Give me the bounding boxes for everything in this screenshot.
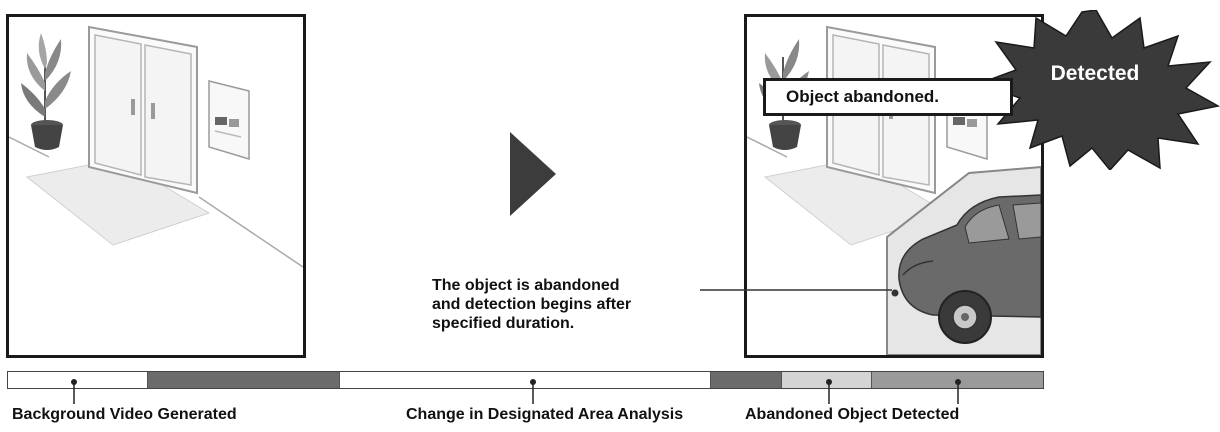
car-icon xyxy=(898,194,1041,344)
tick-change xyxy=(530,379,536,404)
scene-before-illustration xyxy=(9,25,303,268)
abandonment-annotation: The object is abandoned and detection be… xyxy=(432,276,712,333)
timeline-segment xyxy=(711,372,782,388)
scene-after-illustration xyxy=(747,25,1041,355)
scene-before-panel xyxy=(6,14,306,358)
timeline-segment xyxy=(148,372,340,388)
starburst-icon xyxy=(975,10,1220,170)
timeline-ticks xyxy=(71,379,961,404)
tick-detected xyxy=(955,379,961,404)
tick-background xyxy=(71,379,77,404)
annotation-leader-line xyxy=(700,289,892,291)
annotation-leader-dot xyxy=(891,289,899,297)
annotation-line: and detection begins after xyxy=(432,296,632,313)
wall-floor-line xyxy=(9,136,50,158)
poster-icon xyxy=(208,80,250,161)
wall-floor-line-right xyxy=(198,196,303,268)
label-change-analysis: Change in Designated Area Analysis xyxy=(406,406,684,423)
timeline-segment xyxy=(8,372,148,388)
detected-burst-label: Detected xyxy=(1050,62,1140,85)
label-background-video: Background Video Generated xyxy=(12,406,237,423)
label-abandoned-detected: Abandoned Object Detected xyxy=(745,406,960,423)
object-abandoned-callout: Object abandoned. xyxy=(763,78,1013,116)
scene-after-panel xyxy=(744,14,1044,358)
callout-text: Object abandoned. xyxy=(786,87,940,106)
plant-icon xyxy=(21,33,71,150)
double-door-icon xyxy=(88,25,198,195)
annotation-line: specified duration. xyxy=(432,315,575,332)
tick-abandoned xyxy=(826,379,832,404)
timeline-segment xyxy=(340,372,711,388)
annotation-line: The object is abandoned xyxy=(432,277,620,294)
play-arrow-icon xyxy=(510,132,556,216)
wall-floor-line xyxy=(747,136,788,158)
